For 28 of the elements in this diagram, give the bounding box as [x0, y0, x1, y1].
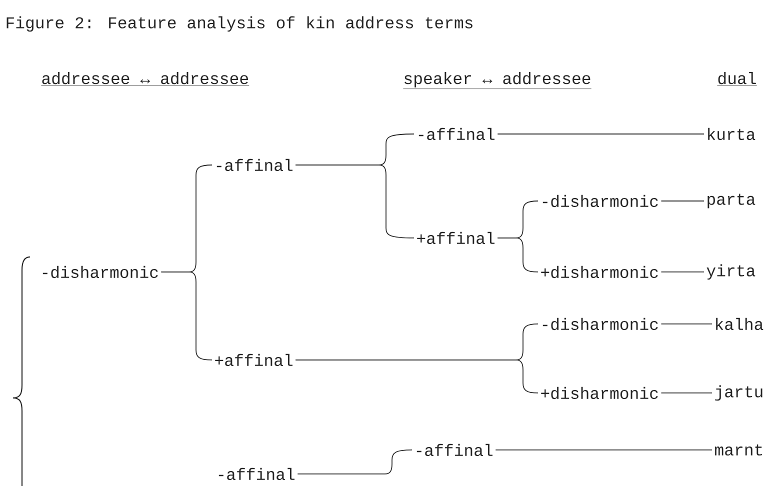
feature-label: -disharmonic: [542, 194, 658, 208]
feature-label: +disharmonic: [541, 386, 658, 400]
bracket-line: [160, 272, 212, 360]
feature-label: +disharmonic: [541, 266, 658, 278]
feature-label: yirta: [706, 264, 756, 280]
feature-label: -affinal: [416, 444, 492, 456]
feature-label: -affinal: [218, 468, 294, 480]
bracket-line: [497, 238, 538, 272]
feature-label: -disharmonic: [542, 318, 658, 330]
column-heading: speaker ↔ addressee: [403, 72, 592, 90]
feature-label: kurta: [708, 128, 756, 140]
feature-label: marnt: [715, 444, 762, 456]
figure-title: Figure 2: Feature analysis of kin address terms: [6, 16, 472, 32]
column-heading: addressee ↔ addressee: [41, 72, 250, 86]
bracket-line: [297, 450, 412, 474]
bracket-line: [295, 164, 414, 238]
feature-label: +affinal: [215, 354, 292, 366]
connector-line: [660, 392, 712, 394]
feature-label: kalha: [716, 318, 764, 330]
bracket-line: [295, 360, 538, 394]
feature-label: +affinal: [417, 232, 494, 244]
column-heading: dual: [717, 72, 757, 86]
feature-label: -disharmonic: [42, 266, 158, 278]
feature-label: -affinal: [216, 158, 292, 172]
feature-label: jartu: [715, 385, 762, 401]
feature-label: parta: [708, 194, 756, 208]
connector-line: [660, 200, 704, 202]
feature-label: -affinal: [418, 128, 494, 140]
